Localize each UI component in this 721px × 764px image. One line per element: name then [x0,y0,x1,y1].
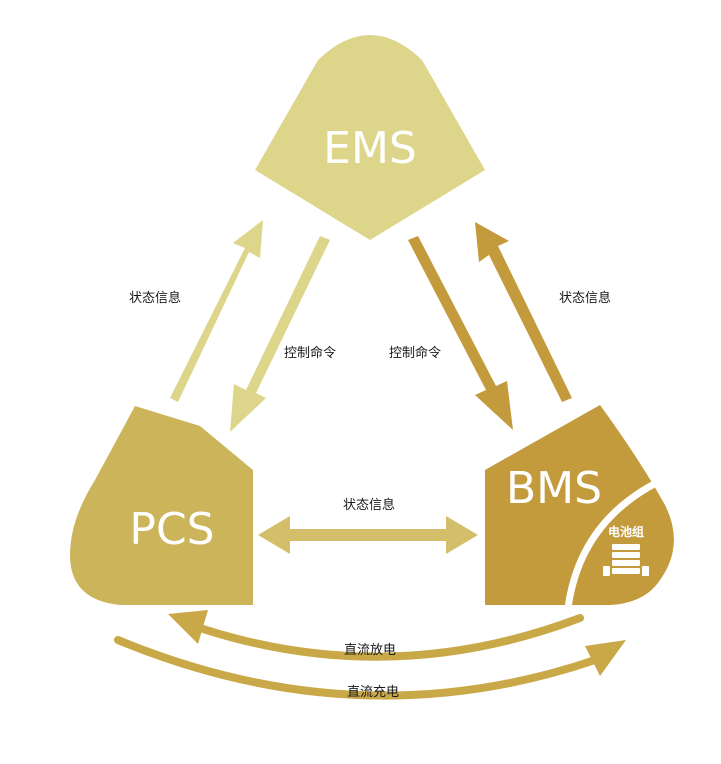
arrow-ems-to-pcs [230,236,330,432]
bms-node: BMS 电池组 [485,405,674,609]
server-rack-icon [603,544,649,576]
arrow-ems-to-bms [408,236,513,430]
arrow-ems-to-pcs-shape [230,236,330,432]
ems-label: EMS [323,123,417,174]
battery-pack-label: 电池组 [608,524,644,539]
ems-node: EMS [255,35,485,240]
arrow-dc-charge-head [585,640,626,676]
bms-divider-arc [564,476,664,609]
ems-shape [255,35,485,240]
arrow-ems-to-bms-shape [408,236,513,430]
label-control-left: 控制命令 [284,345,336,361]
label-dc-discharge: 直流放电 [344,643,396,658]
label-control-right: 控制命令 [389,345,441,361]
arrow-bms-to-ems [475,222,572,402]
pcs-node: PCS [70,406,253,605]
label-status-right: 状态信息 [559,290,611,306]
pcs-label: PCS [129,504,214,555]
arrow-pcs-bms-shape [258,516,478,554]
arrow-dc-charge [114,636,626,700]
arrow-pcs-to-ems-shape [170,220,263,402]
arrow-bms-to-ems-shape [475,222,572,402]
bms-label: BMS [506,463,602,514]
label-status-left: 状态信息 [129,290,181,306]
label-status-middle: 状态信息 [343,497,395,513]
arrow-pcs-to-ems [170,220,263,402]
arrow-dc-discharge-path [196,614,584,661]
arrow-dc-discharge [168,610,584,661]
pcs-shape [70,406,253,605]
arrow-dc-discharge-head [168,610,208,644]
arrow-dc-charge-path [114,636,599,700]
label-dc-charge: 直流充电 [347,684,399,700]
arrow-pcs-bms [258,516,478,554]
